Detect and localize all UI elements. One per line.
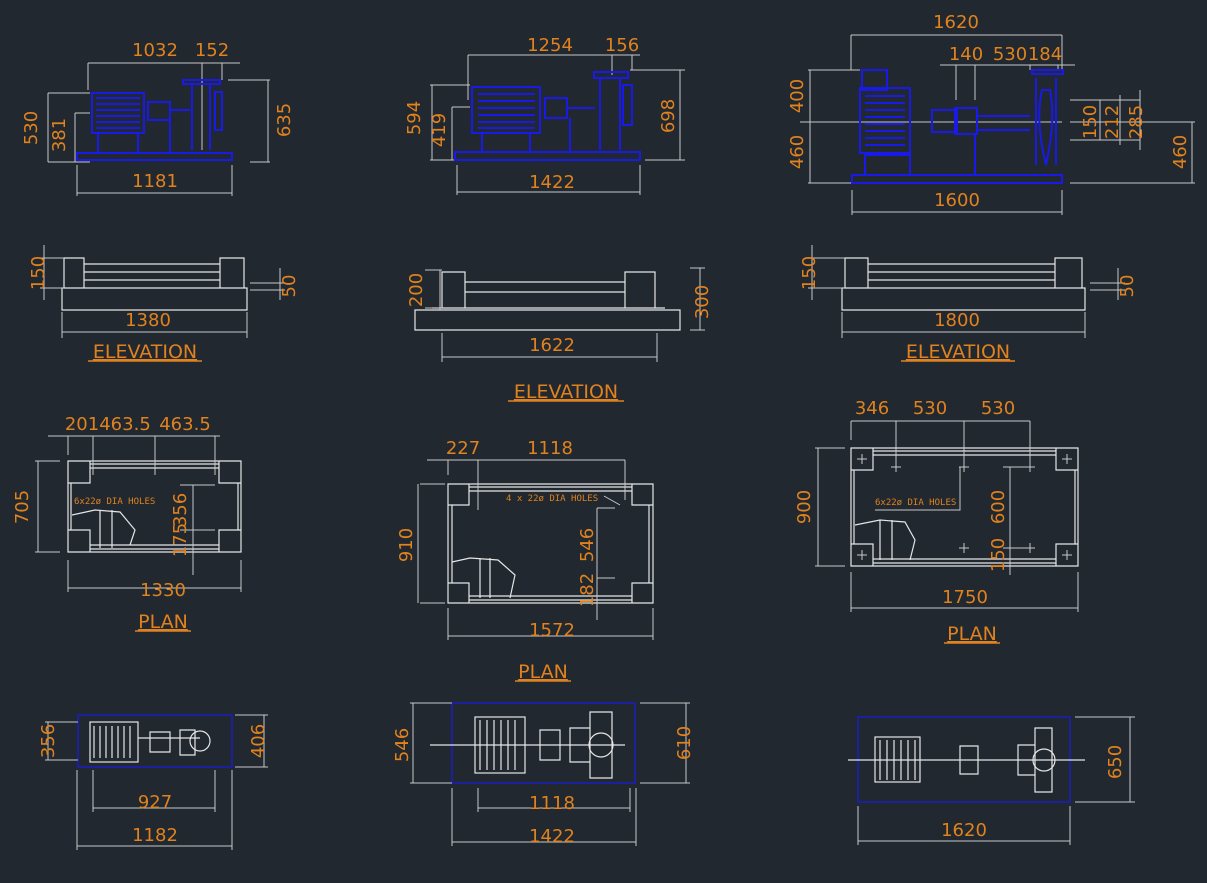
elevation-3: 150 50 1800 ELEVATION <box>799 245 1138 363</box>
dim-546: 546 <box>392 728 413 762</box>
holes-note: 6x22ø DIA HOLES <box>875 498 956 508</box>
dim-460-right: 460 <box>1170 135 1191 169</box>
dim-1330: 1330 <box>140 580 186 601</box>
plan-1: 201 463.5 463.5 705 356 175 6x22ø DIA HO… <box>12 414 242 633</box>
dim-201: 201 <box>65 414 99 435</box>
elevation-title: ELEVATION <box>93 341 197 363</box>
dim-1182: 1182 <box>132 825 178 846</box>
dim-1181: 1181 <box>132 171 178 192</box>
pump-side-view-2: 1254 156 594 419 698 1422 <box>404 35 685 195</box>
pump-side-view-3: 1620 140 530 184 400 460 150 212 285 460… <box>787 12 1195 215</box>
hole-markers <box>857 454 1072 560</box>
elevation-1: 150 50 1380 ELEVATION <box>28 245 300 363</box>
plan-3: 346 530 530 900 600 150 6x22ø DIA HOLES … <box>794 398 1079 645</box>
dim-530: 530 <box>21 111 42 145</box>
dim-212: 212 <box>1102 105 1123 139</box>
dim-175: 175 <box>170 523 191 557</box>
dim-698: 698 <box>658 99 679 133</box>
top-view-1: 356 406 927 1182 <box>38 714 269 850</box>
dim-1032: 1032 <box>132 40 178 61</box>
dim-285: 285 <box>1126 105 1147 139</box>
dim-1118: 1118 <box>527 438 573 459</box>
dim-463-5: 463.5 <box>99 414 151 435</box>
dim-152: 152 <box>195 40 229 61</box>
dim-400: 400 <box>787 79 808 113</box>
dim-50: 50 <box>1117 275 1138 298</box>
dim-227: 227 <box>446 438 480 459</box>
elevation-2: 200 300 1622 ELEVATION <box>406 267 713 403</box>
plan-2: 227 1118 910 546 182 4 x 22ø DIA HOLES 1… <box>396 438 654 683</box>
dim-594: 594 <box>404 101 425 135</box>
dim-182: 182 <box>577 573 598 607</box>
dim-1620: 1620 <box>941 820 987 841</box>
dim-1800: 1800 <box>934 310 980 331</box>
dim-705: 705 <box>12 490 33 524</box>
dim-381: 381 <box>49 118 70 152</box>
dim-419: 419 <box>429 113 450 147</box>
plan-title: PLAN <box>518 661 568 683</box>
dim-1422: 1422 <box>529 826 575 847</box>
dim-406: 406 <box>248 724 269 758</box>
dim-150: 150 <box>28 256 49 290</box>
dim-927: 927 <box>138 792 172 813</box>
dim-150: 150 <box>1080 105 1101 139</box>
dim-1620: 1620 <box>933 12 979 33</box>
elevation-title: ELEVATION <box>514 381 618 403</box>
dim-150: 150 <box>799 256 820 290</box>
plan-title: PLAN <box>138 611 188 633</box>
dim-50: 50 <box>279 275 300 298</box>
dim-1622: 1622 <box>529 335 575 356</box>
dim-546: 546 <box>577 528 598 562</box>
dim-600: 600 <box>988 490 1009 524</box>
dim-356: 356 <box>170 493 191 527</box>
dim-463-5: 463.5 <box>159 414 211 435</box>
dim-184: 184 <box>1028 44 1062 65</box>
dim-610: 610 <box>674 726 695 760</box>
dim-650: 650 <box>1105 745 1126 779</box>
dim-1254: 1254 <box>527 35 573 56</box>
plan-title: PLAN <box>947 623 997 645</box>
top-view-3: 650 1620 <box>848 716 1135 845</box>
dim-900: 900 <box>794 490 815 524</box>
dim-1380: 1380 <box>125 310 171 331</box>
dim-1118: 1118 <box>529 793 575 814</box>
elevation-title: ELEVATION <box>906 341 1010 363</box>
dim-530: 530 <box>913 398 947 419</box>
dim-156: 156 <box>605 35 639 56</box>
dim-200: 200 <box>406 273 427 307</box>
dim-356: 356 <box>38 724 59 758</box>
dim-530: 530 <box>993 44 1027 65</box>
top-view-2: 546 610 1118 1422 <box>392 702 695 847</box>
dim-1572: 1572 <box>529 620 575 641</box>
dim-1600: 1600 <box>934 190 980 211</box>
dim-150: 150 <box>988 538 1009 572</box>
dim-460: 460 <box>787 135 808 169</box>
dim-300: 300 <box>692 285 713 319</box>
dim-1750: 1750 <box>942 587 988 608</box>
dim-910: 910 <box>396 528 417 562</box>
holes-note: 4 x 22ø DIA HOLES <box>506 494 598 504</box>
dim-1422: 1422 <box>529 172 575 193</box>
holes-note: 6x22ø DIA HOLES <box>74 497 155 507</box>
dim-140: 140 <box>949 44 983 65</box>
dim-530: 530 <box>981 398 1015 419</box>
dim-635: 635 <box>274 103 295 137</box>
pump-side-view-1: 1032 152 530 381 635 1181 <box>21 40 295 196</box>
dim-346: 346 <box>855 398 889 419</box>
